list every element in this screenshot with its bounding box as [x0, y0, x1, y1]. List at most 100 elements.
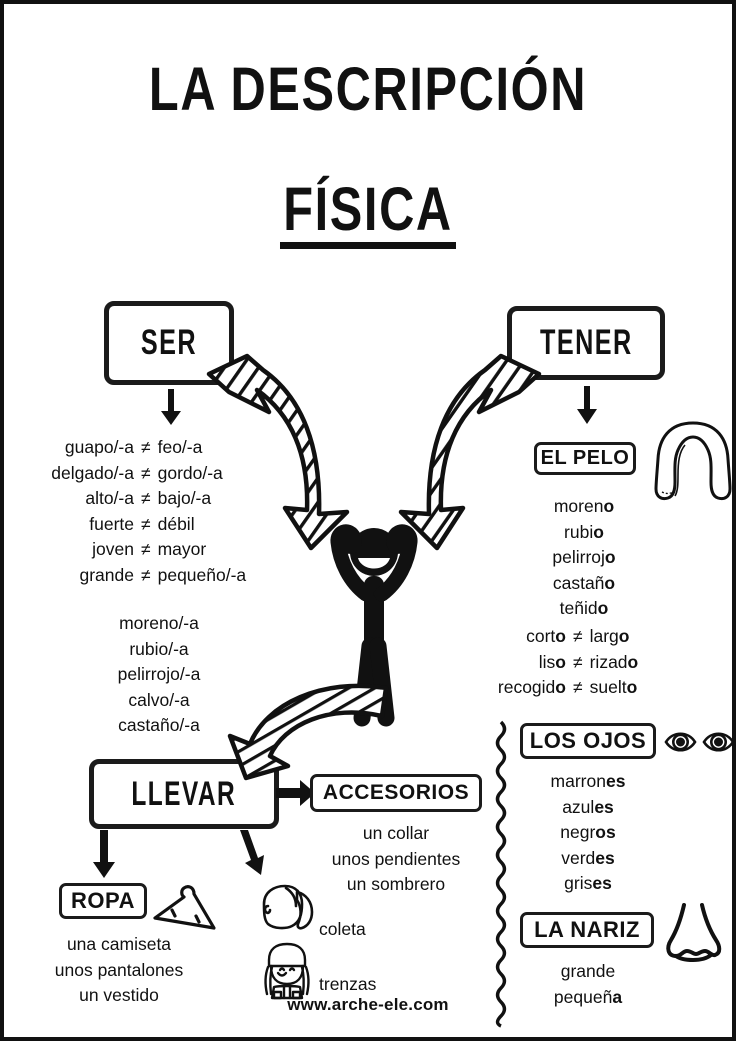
pelo-pair-row: corto ≠ largo [474, 624, 694, 650]
ser-pair-row: joven ≠ mayor [24, 537, 304, 563]
ser-pair-row: delgado/-a ≠ gordo/-a [24, 461, 304, 487]
pelo-word-stem: castañ [552, 572, 605, 593]
ser-label: SER [140, 323, 198, 362]
ropa-item: una camiseta [66, 934, 172, 954]
ser-colour-item: moreno/-a [119, 613, 199, 633]
pelo-word-list: moreno rubio pelirrojo castaño teñido [494, 494, 674, 622]
nariz-word: pequeña [504, 985, 672, 1011]
ropa-box[interactable]: ROPA [59, 883, 147, 919]
los-ojos-label: LOS OJOS [529, 728, 647, 753]
ojos-word: grises [504, 871, 672, 897]
peinado-label-trenzas-wrap: trenzas [319, 972, 376, 998]
ser-pair-operator: ≠ [141, 513, 151, 534]
ser-colour-item: pelirrojo/-a [117, 664, 201, 684]
ser-to-figure-striped-arrow-icon [206, 353, 350, 551]
pelo-word-stem: teñid [559, 598, 598, 618]
pelo-word: rubio [494, 520, 674, 546]
pelo-word-ending: o [603, 496, 615, 516]
ojos-word: negros [504, 820, 672, 846]
ojos-word-stem: azul [562, 796, 595, 817]
ser-adjective-pairs: guapo/-a ≠ feo/-a delgado/-a ≠ gordo/-a … [24, 435, 304, 588]
llevar-to-accesorios-arrow-icon [276, 780, 315, 806]
ser-pair-right: mayor [157, 539, 207, 559]
accesorios-box[interactable]: ACCESORIOS [310, 774, 482, 812]
llevar-label: LLEVAR [131, 774, 237, 813]
peinado-item: trenzas [319, 974, 377, 994]
ser-pair-left: alto/-a [85, 488, 134, 508]
wavy-divider [495, 720, 507, 1028]
nariz-word: grande [504, 959, 672, 985]
ser-box[interactable]: SER [104, 301, 234, 385]
ser-down-arrow-icon [161, 389, 181, 425]
tener-down-arrow-icon [577, 386, 597, 424]
ser-pair-left: fuerte [89, 513, 134, 534]
pelo-pair-left: recogido [497, 677, 566, 697]
ser-pair-right: bajo/-a [157, 488, 212, 508]
accesorios-word-list: un collar unos pendientes un sombrero [304, 821, 488, 898]
pelo-pair-right: largo [589, 626, 630, 646]
ojos-word-ending: os [595, 822, 616, 842]
ojos-word-stem: negr [560, 822, 596, 842]
peinado-label-coleta-wrap: coleta [319, 917, 366, 943]
nariz-word-stem: pequeñ [553, 986, 613, 1007]
pelo-pair-left: liso [538, 651, 566, 672]
ser-colour-item: castaño/-a [118, 715, 200, 735]
ser-pair-left: joven [92, 539, 134, 559]
accesorios-label: ACCESORIOS [322, 781, 470, 804]
nariz-word-ending: a [612, 986, 623, 1007]
ser-pair-row: guapo/-a ≠ feo/-a [24, 435, 304, 461]
girl-ponytail-icon [262, 884, 314, 930]
ser-pair-left: grande [79, 564, 135, 585]
pelo-word-ending: o [593, 521, 604, 542]
pelo-word-ending: o [597, 598, 609, 618]
ojos-word-ending: es [592, 873, 612, 893]
nariz-word-list: grande pequeña [504, 959, 672, 1010]
tener-box[interactable]: TENER [507, 306, 665, 380]
ser-hair-colour-list: moreno/-a rubio/-a pelirrojo/-a calvo/-a… [64, 611, 254, 739]
ser-pair-right: feo/-a [157, 437, 203, 457]
pelo-pair-row: liso ≠ rizado [474, 650, 694, 676]
pelo-pair-operator: ≠ [573, 651, 583, 672]
la-nariz-box[interactable]: LA NARIZ [520, 912, 654, 948]
ojos-word: azules [504, 795, 672, 821]
los-ojos-box[interactable]: LOS OJOS [520, 723, 656, 759]
el-pelo-box[interactable]: EL PELO [534, 442, 636, 475]
ser-pair-operator: ≠ [141, 462, 151, 483]
ser-pair-left: delgado/-a [51, 462, 134, 483]
footer-url[interactable]: www.arche-ele.com [287, 995, 449, 1014]
figure-to-llevar-striped-arrow-icon [227, 683, 389, 781]
nose-icon [666, 903, 722, 963]
ser-pair-row: alto/-a ≠ bajo/-a [24, 486, 304, 512]
la-nariz-label: LA NARIZ [534, 917, 640, 942]
ser-pair-operator: ≠ [141, 437, 151, 457]
pelo-word-ending: o [604, 547, 616, 567]
ser-pair-row: fuerte ≠ débil [24, 512, 304, 538]
ojos-word-stem: marron [550, 771, 606, 791]
pelo-pair-list: corto ≠ largo liso ≠ rizado recogido ≠ s… [474, 624, 694, 701]
ser-pair-operator: ≠ [141, 564, 151, 585]
pelo-pair-left: corto [526, 626, 566, 646]
ojos-word: verdes [504, 846, 672, 872]
pelo-word: moreno [494, 494, 674, 520]
ser-colour-item: calvo/-a [128, 689, 190, 710]
ojos-word-stem: gris [564, 873, 593, 893]
tener-to-figure-striped-arrow-icon [398, 353, 542, 551]
pelo-word-stem: pelirroj [552, 547, 605, 567]
ser-pair-right: gordo/-a [157, 462, 223, 483]
ojos-word-list: marrones azules negros verdes grises [504, 769, 672, 897]
pelo-pair-operator: ≠ [573, 626, 583, 646]
pelo-word: castaño [494, 571, 674, 597]
accesorio-item: un collar [362, 823, 430, 843]
accesorio-item: unos pendientes [331, 848, 461, 869]
hair-wig-icon [654, 421, 732, 501]
ojos-word-stem: verd [561, 847, 596, 868]
page-title: LA DESCRIPCIÓN [148, 55, 588, 123]
clothes-hanger-icon [153, 885, 216, 930]
tener-label: TENER [539, 323, 633, 362]
ojos-word-ending: es [595, 847, 615, 868]
el-pelo-label: EL PELO [540, 447, 630, 469]
ojos-word: marrones [504, 769, 672, 795]
pelo-pair-operator: ≠ [573, 677, 583, 697]
ser-pair-right: débil [157, 513, 195, 534]
llevar-to-hairstyles-arrow-icon [240, 830, 264, 875]
